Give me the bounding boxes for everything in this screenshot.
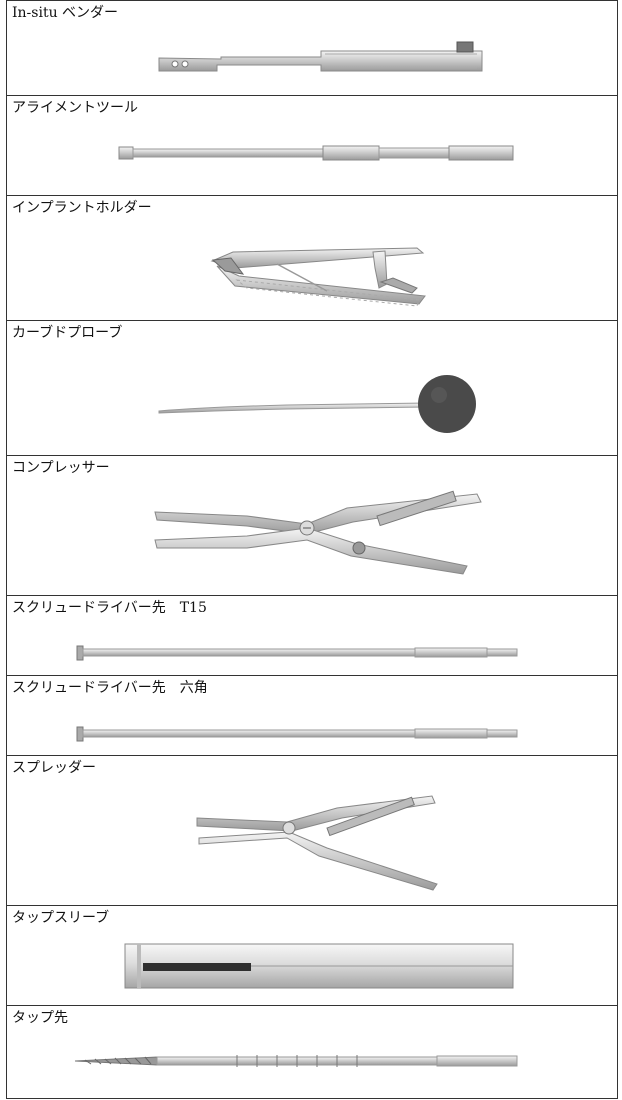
instrument-label: スクリュードライバー先 六角 xyxy=(12,680,208,696)
tap-sleeve-icon xyxy=(124,943,514,989)
in-situ-bender-icon xyxy=(158,41,483,72)
instrument-label: タップ先 xyxy=(12,1010,68,1026)
screwdriver-tip-hex-icon xyxy=(76,726,518,742)
instrument-label: インプラントホルダー xyxy=(12,200,152,216)
instrument-label: スクリュードライバー先 T15 xyxy=(12,600,207,616)
implant-holder-icon xyxy=(210,247,426,307)
instrument-row: スプレッダー xyxy=(7,755,617,905)
compressor-icon xyxy=(154,490,482,575)
instrument-row: タップ先 xyxy=(7,1005,617,1099)
alignment-tool-icon xyxy=(118,145,514,161)
instrument-row: スクリュードライバー先 六角 xyxy=(7,675,617,755)
instrument-row: タップスリーブ xyxy=(7,905,617,1005)
screwdriver-tip-t15-icon xyxy=(76,645,518,661)
instrument-label: スプレッダー xyxy=(12,760,96,776)
instrument-table: In-situ ベンダー アライメントツール インプラントホルダ xyxy=(6,0,618,1099)
instrument-label: カーブドプローブ xyxy=(12,325,123,341)
instrument-row: コンプレッサー xyxy=(7,455,617,595)
instrument-label: タップスリーブ xyxy=(12,910,110,926)
instrument-label: コンプレッサー xyxy=(12,460,110,476)
spreader-icon xyxy=(196,795,438,891)
instrument-row: アライメントツール xyxy=(7,95,617,195)
instrument-row: In-situ ベンダー xyxy=(7,0,617,95)
tap-tip-icon xyxy=(74,1055,518,1067)
instrument-row: カーブドプローブ xyxy=(7,320,617,455)
instrument-row: スクリュードライバー先 T15 xyxy=(7,595,617,675)
curved-probe-icon xyxy=(158,375,476,433)
instrument-label: In-situ ベンダー xyxy=(12,5,119,21)
instrument-label: アライメントツール xyxy=(12,100,138,116)
instrument-row: インプラントホルダー xyxy=(7,195,617,320)
